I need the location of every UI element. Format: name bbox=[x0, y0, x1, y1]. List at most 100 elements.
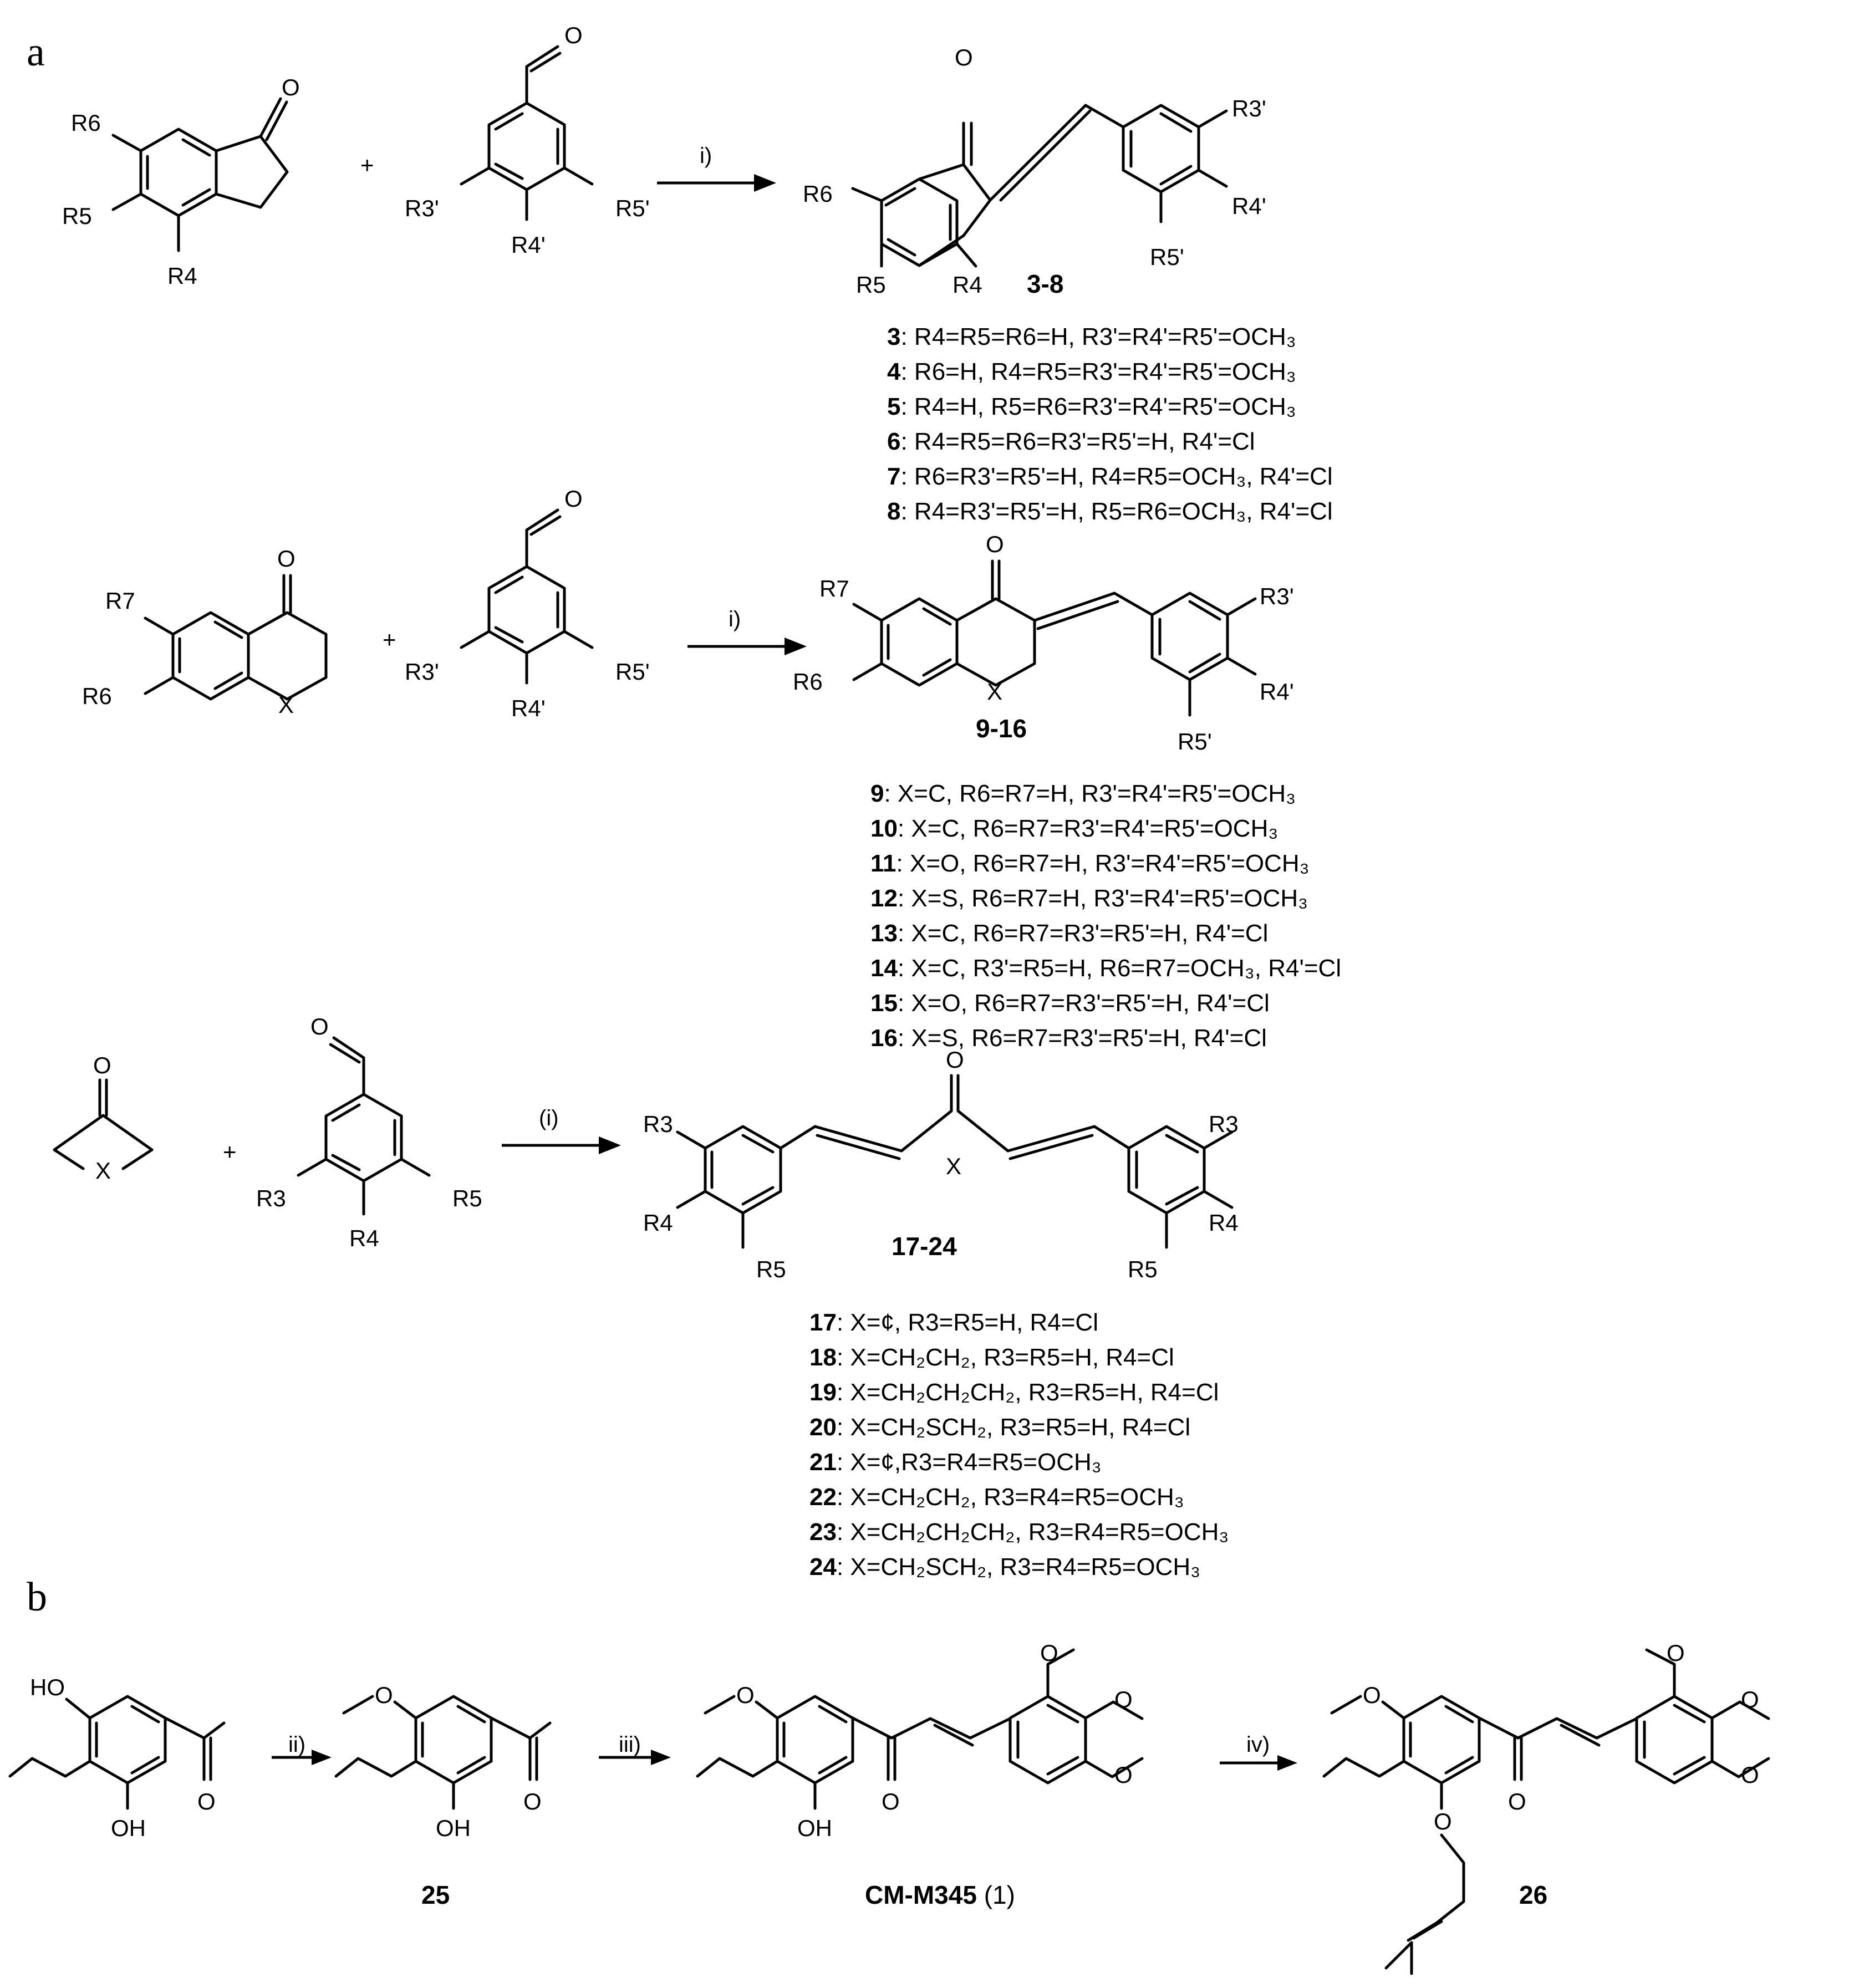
compound-id: 8 bbox=[887, 498, 900, 525]
cm-m345-label: CM-M345 bbox=[865, 1880, 977, 1909]
sub-R6: R6 bbox=[82, 683, 112, 709]
compound-number: 3-8 bbox=[1027, 269, 1063, 298]
compound-id: 17 bbox=[809, 1309, 837, 1336]
benzylidene-indanone-product: O R3' R4' R5' R6 R5 R4 3-8 bbox=[803, 44, 1266, 298]
aldehyde-reactant: O R3 R5 R4 bbox=[256, 1013, 482, 1251]
atom-X: X bbox=[278, 692, 294, 718]
plus-sign: + bbox=[223, 1139, 237, 1165]
compound-id: 21 bbox=[809, 1449, 837, 1476]
compound-id: 7 bbox=[887, 463, 900, 490]
condition-label: iii) bbox=[619, 1732, 641, 1757]
compound-id: 14 bbox=[870, 955, 898, 982]
atom-O: O bbox=[93, 1052, 111, 1078]
atom-O: O bbox=[882, 1788, 900, 1814]
sub-R3: R3 bbox=[256, 1185, 286, 1211]
substituent-text: : R4=R3'=R5'=H, R5=R6=OCH₃, R4'=Cl bbox=[900, 498, 1332, 525]
reaction-arrow-ii: ii) bbox=[272, 1732, 332, 1765]
atom-X: X bbox=[987, 679, 1002, 705]
atom-OH: OH bbox=[111, 1815, 146, 1841]
substituent-text: : X=CH₂SCH₂, R3=R5=H, R4=Cl bbox=[837, 1414, 1190, 1441]
compound-id: 15 bbox=[870, 990, 898, 1017]
atom-O: O bbox=[1114, 1762, 1133, 1788]
condition-label: iv) bbox=[1246, 1732, 1270, 1757]
sub-R3p: R3' bbox=[405, 195, 439, 221]
substituent-text: : X=CH₂SCH₂, R3=R4=R5=OCH₃ bbox=[837, 1553, 1200, 1581]
atom-X: X bbox=[946, 1153, 961, 1179]
atom-O: O bbox=[310, 1013, 329, 1039]
compound-number: 17-24 bbox=[892, 1232, 957, 1261]
sub-R3p: R3' bbox=[1260, 583, 1294, 609]
substituent-text: : X=C, R6=R7=R3'=R4'=R5'=OCH₃ bbox=[898, 815, 1278, 842]
substituent-text: : X=O, R6=R7=H, R3'=R4'=R5'=OCH₃ bbox=[897, 850, 1310, 877]
reaction-arrow-iv: iv) bbox=[1220, 1732, 1297, 1771]
atom-O: O bbox=[1667, 1640, 1685, 1666]
compound-id: 20 bbox=[809, 1414, 837, 1441]
atom-O: O bbox=[1114, 1686, 1133, 1712]
sub-R4: R4 bbox=[952, 272, 982, 298]
chromanone-reactant: O X R7 R6 bbox=[82, 546, 328, 718]
sub-R5p: R5' bbox=[1150, 244, 1184, 270]
atom-O: O bbox=[1508, 1788, 1526, 1814]
atom-O: O bbox=[736, 1682, 755, 1708]
atom-O: O bbox=[197, 1788, 216, 1814]
compound-number: 26 bbox=[1519, 1880, 1547, 1909]
condition-label: (i) bbox=[539, 1106, 559, 1130]
sub-R5p: R5' bbox=[615, 195, 650, 221]
atom-O: O bbox=[946, 1047, 964, 1073]
sub-R5: R5 bbox=[756, 1256, 786, 1282]
substituent-text: : X=S, R6=R7=H, R3'=R4'=R5'=OCH₃ bbox=[898, 885, 1308, 912]
aldehyde-reactant: O R3' R5' R4' bbox=[405, 22, 650, 258]
atom-HO: HO bbox=[30, 1674, 65, 1700]
sub-R5: R5 bbox=[452, 1185, 482, 1211]
atom-OH: OH bbox=[797, 1815, 832, 1841]
substituent-text: : X=CH₂CH₂CH₂, R3=R5=H, R4=Cl bbox=[837, 1379, 1219, 1406]
compound-26: O O O O O O 26 bbox=[1322, 1640, 1770, 1975]
condition-label: ii) bbox=[288, 1732, 305, 1757]
substituent-text: : X=CH₂CH₂, R3=R5=H, R4=Cl bbox=[837, 1344, 1174, 1371]
substituent-text: : X=O, R6=R7=R3'=R5'=H, R4'=Cl bbox=[898, 990, 1270, 1017]
compound-id: 18 bbox=[809, 1344, 837, 1371]
substituent-text: : X=C, R3'=R5=H, R6=R7=OCH₃, R4'=Cl bbox=[898, 955, 1341, 982]
sub-R5: R5 bbox=[856, 272, 886, 298]
substituent-text: : X=C, R6=R7=R3'=R5'=H, R4'=Cl bbox=[898, 920, 1268, 947]
compound-id: 24 bbox=[809, 1553, 837, 1581]
sub-R5p: R5' bbox=[1178, 728, 1212, 755]
condition-label: i) bbox=[700, 144, 712, 168]
atom-O: O bbox=[1040, 1640, 1058, 1666]
atom-O: O bbox=[375, 1682, 393, 1708]
compound-id: 16 bbox=[870, 1024, 898, 1052]
substituent-text: : X=C, R6=R7=H, R3'=R4'=R5'=OCH₃ bbox=[884, 780, 1296, 807]
sub-R5: R5 bbox=[1128, 1256, 1158, 1282]
atom-O: O bbox=[564, 22, 583, 48]
cyclic-ketone-reactant: O X bbox=[53, 1052, 154, 1184]
substituent-text: : X=CH₂CH₂, R3=R4=R5=OCH₃ bbox=[837, 1484, 1184, 1511]
sub-R4: R4 bbox=[643, 1210, 673, 1236]
atom-O: O bbox=[1434, 1808, 1452, 1834]
sub-R7: R7 bbox=[105, 588, 135, 614]
reaction-arrow-i: i) bbox=[687, 607, 807, 655]
sub-R7: R7 bbox=[819, 575, 849, 602]
sub-R6: R6 bbox=[71, 110, 101, 136]
sub-R3: R3 bbox=[1209, 1111, 1239, 1137]
compound-number: CM-M345 (1) bbox=[865, 1880, 1015, 1909]
substituent-text: : R6=R3'=R5'=H, R4=R5=OCH₃, R4'=Cl bbox=[900, 463, 1332, 490]
compound-id: 4 bbox=[887, 358, 901, 385]
compound-id: 6 bbox=[887, 428, 900, 455]
atom-O: O bbox=[955, 44, 973, 70]
atom-O: O bbox=[1741, 1762, 1759, 1788]
condition-label: i) bbox=[729, 607, 741, 631]
reaction-arrow-i: i) bbox=[657, 144, 776, 192]
atom-OH: OH bbox=[436, 1815, 471, 1841]
atom-O: O bbox=[277, 546, 296, 572]
compound-id: 22 bbox=[809, 1484, 837, 1511]
sub-R3: R3 bbox=[643, 1111, 673, 1137]
panel-label-b: b bbox=[27, 1574, 47, 1620]
compound-id: 12 bbox=[870, 885, 898, 912]
sub-R4p: R4' bbox=[1232, 193, 1266, 219]
reaction-arrow-i: (i) bbox=[502, 1106, 621, 1154]
substituent-text: : X=¢,R3=R4=R5=OCH₃ bbox=[837, 1449, 1102, 1476]
sub-R4p: R4' bbox=[1260, 679, 1294, 705]
sub-R5: R5 bbox=[62, 203, 92, 229]
sub-R3p: R3' bbox=[405, 659, 439, 685]
